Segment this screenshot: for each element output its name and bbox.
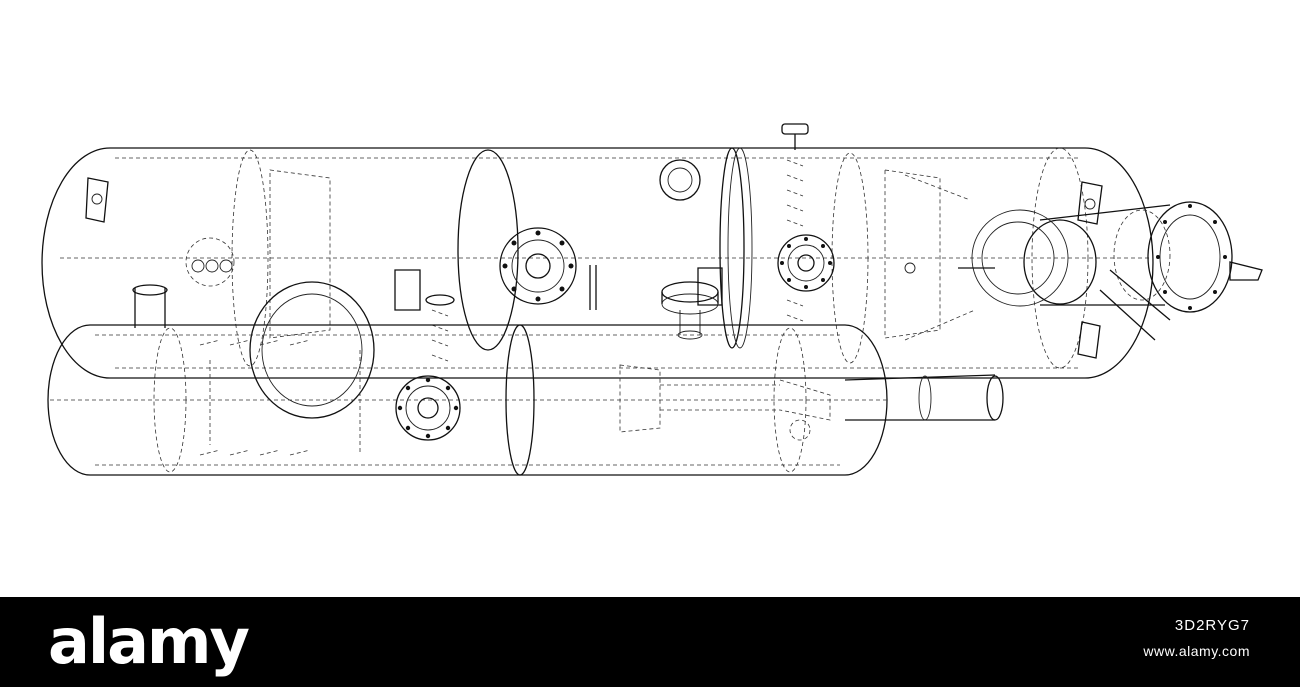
image-id: 3D2RYG7 bbox=[1174, 617, 1250, 634]
alamy-logo: alamy bbox=[48, 605, 250, 678]
lower-vessel bbox=[47, 324, 1004, 476]
upper-vessel bbox=[41, 123, 1263, 419]
vessel-wireframe bbox=[41, 123, 1263, 476]
site-url: www.alamy.com bbox=[1143, 643, 1250, 659]
technical-drawing bbox=[41, 123, 1263, 476]
footer-bar: alamy 3D2RYG7 www.alamy.com bbox=[0, 597, 1300, 687]
